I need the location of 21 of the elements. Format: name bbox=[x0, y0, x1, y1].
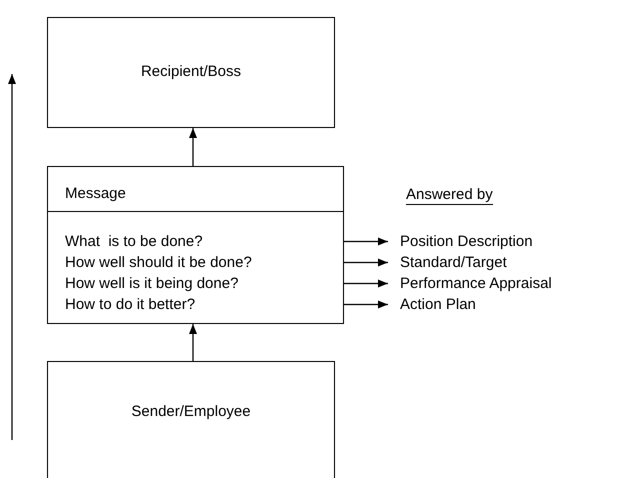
arrow bbox=[344, 300, 388, 308]
arrow bbox=[189, 324, 197, 361]
message-heading: Message bbox=[65, 185, 126, 202]
question-text: How well should it be done? bbox=[65, 253, 252, 273]
node-text: Recipient/Boss bbox=[140, 62, 242, 82]
answer-text: Performance Appraisal bbox=[400, 274, 552, 292]
arrow bbox=[344, 280, 388, 288]
question-text: What is to be done? bbox=[65, 232, 204, 252]
answer-text: Action Plan bbox=[400, 296, 476, 314]
node-text: Sender/Employee bbox=[131, 402, 251, 422]
question-text: How well is it being done? bbox=[65, 274, 240, 294]
arrow bbox=[344, 258, 388, 266]
question-text: How to do it better? bbox=[65, 295, 196, 315]
answer-text: Position Description bbox=[400, 232, 533, 250]
arrow bbox=[189, 128, 197, 166]
arrow bbox=[344, 238, 388, 246]
process-box bbox=[47, 17, 335, 128]
process-box bbox=[47, 361, 335, 478]
column-heading: Answered by bbox=[406, 186, 493, 205]
message-box bbox=[47, 166, 344, 324]
answer-text: Standard/Target bbox=[400, 254, 507, 272]
